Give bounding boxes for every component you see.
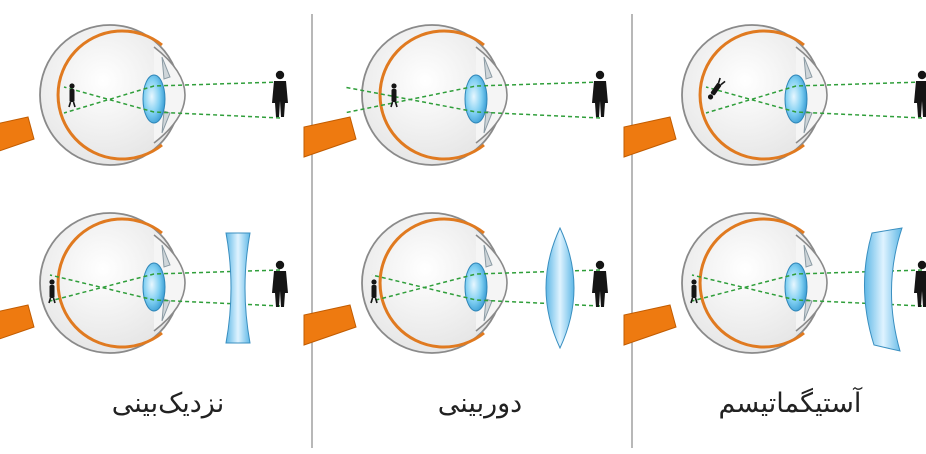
person-silhouette-icon	[272, 71, 288, 117]
person-silhouette-icon	[914, 261, 926, 307]
uncorrected-eye-3	[624, 25, 926, 165]
eye-lens	[465, 75, 487, 123]
corrected-eye-2	[304, 213, 608, 353]
eye-lens	[143, 75, 165, 123]
eye-lens	[785, 75, 807, 123]
person-silhouette-icon	[592, 71, 608, 117]
caption-myopia: نزدیک‌بینی	[18, 388, 318, 419]
eye-lens	[465, 263, 487, 311]
corrected-eye-1	[0, 213, 288, 353]
uncorrected-eye-2	[304, 25, 608, 165]
person-silhouette-icon	[914, 71, 926, 117]
eye-lens	[785, 263, 807, 311]
optic-nerve	[0, 117, 34, 157]
person-silhouette-icon	[272, 261, 288, 307]
optic-nerve	[0, 305, 34, 345]
eye-lens	[143, 263, 165, 311]
caption-hyperopia: دوربینی	[330, 388, 630, 419]
caption-astigmatism: آستیگماتیسم	[640, 388, 926, 419]
corrected-eye-3	[624, 213, 926, 353]
corrective-lens-icon	[546, 228, 574, 348]
eye-diagram	[304, 25, 600, 165]
eye-diagram	[624, 25, 922, 165]
corrective-lens-icon	[226, 233, 250, 343]
corrective-lens-icon	[864, 228, 902, 351]
eye-diagram	[0, 25, 280, 165]
uncorrected-eye-1	[0, 25, 288, 165]
person-silhouette-icon	[592, 261, 608, 307]
